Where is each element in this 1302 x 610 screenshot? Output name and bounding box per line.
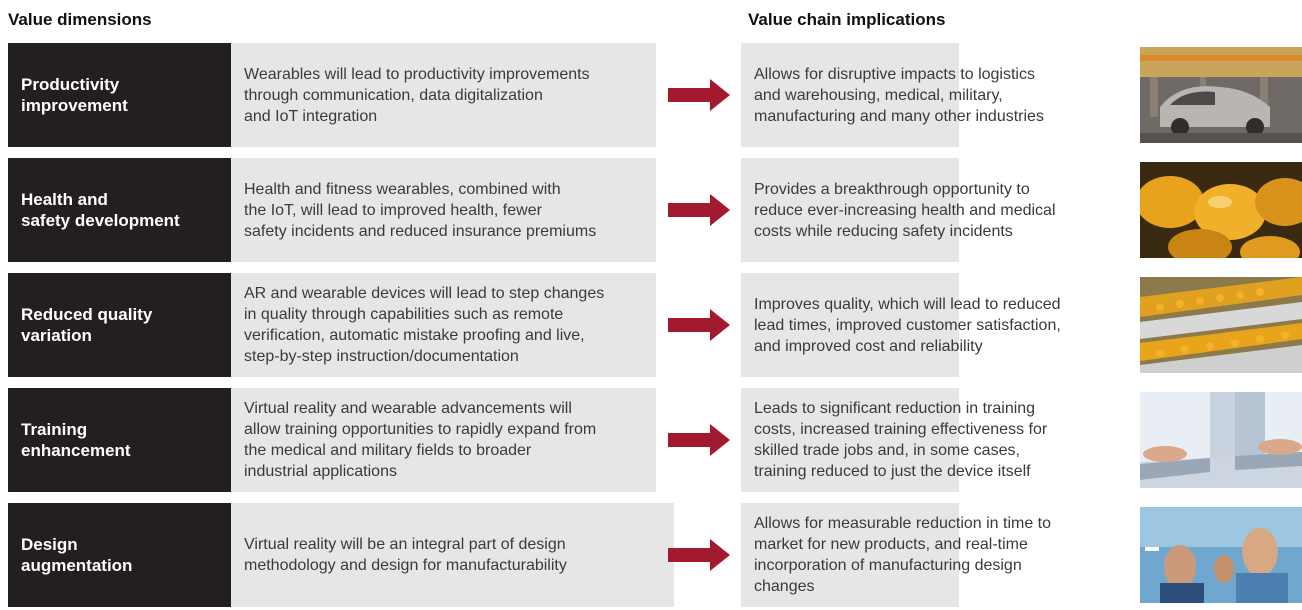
right-arrow-icon [668,309,730,341]
right-arrow-icon [668,539,730,571]
laptop-typing-photo [1140,392,1302,488]
production-line-oranges-photo [1140,277,1302,373]
designers-at-whiteboard-photo [1140,507,1302,603]
implication-panel [741,43,959,147]
right-arrow-icon [668,194,730,226]
row-quality-variation: Reduced quality variation AR and wearabl… [0,273,1302,377]
value-dimensions-header: Value dimensions [8,10,152,29]
row-health-safety: Health and safety development Health and… [0,158,1302,262]
value-chain-implications-header: Value chain implications [748,10,946,29]
dimension-label: Training enhancement [8,388,231,492]
implication-panel [741,158,959,262]
dimension-description: Virtual reality and wearable advancement… [231,388,656,492]
implication-text: Provides a breakthrough opportunity to r… [754,180,1056,240]
implication-text: Allows for disruptive impacts to logisti… [754,65,1044,125]
dimension-label: Reduced quality variation [8,273,231,377]
row-training: Training enhancement Virtual reality and… [0,388,1302,492]
car-assembly-line-photo [1140,47,1302,143]
dimension-description: AR and wearable devices will lead to ste… [231,273,656,377]
dimension-label: Productivity improvement [8,43,231,147]
implication-panel [741,273,959,377]
implication-text: Leads to significant reduction in traini… [754,400,1048,480]
dimension-description: Virtual reality will be an integral part… [231,503,674,607]
right-arrow-icon [668,79,730,111]
implication-panel [741,388,959,492]
implication-text: Allows for measurable reduction in time … [754,515,1052,595]
implication-text: Improves quality, which will lead to red… [754,295,1061,355]
right-arrow-icon [668,424,730,456]
dimension-description: Wearables will lead to productivity impr… [231,43,656,147]
implication-panel [741,503,959,607]
dimension-label: Design augmentation [8,503,231,607]
dimension-description: Health and fitness wearables, combined w… [231,158,656,262]
dimension-label: Health and safety development [8,158,231,262]
row-design-augmentation: Design augmentation Virtual reality will… [0,503,1302,607]
hard-hats-photo [1140,162,1302,258]
row-productivity: Productivity improvement Wearables will … [0,43,1302,147]
